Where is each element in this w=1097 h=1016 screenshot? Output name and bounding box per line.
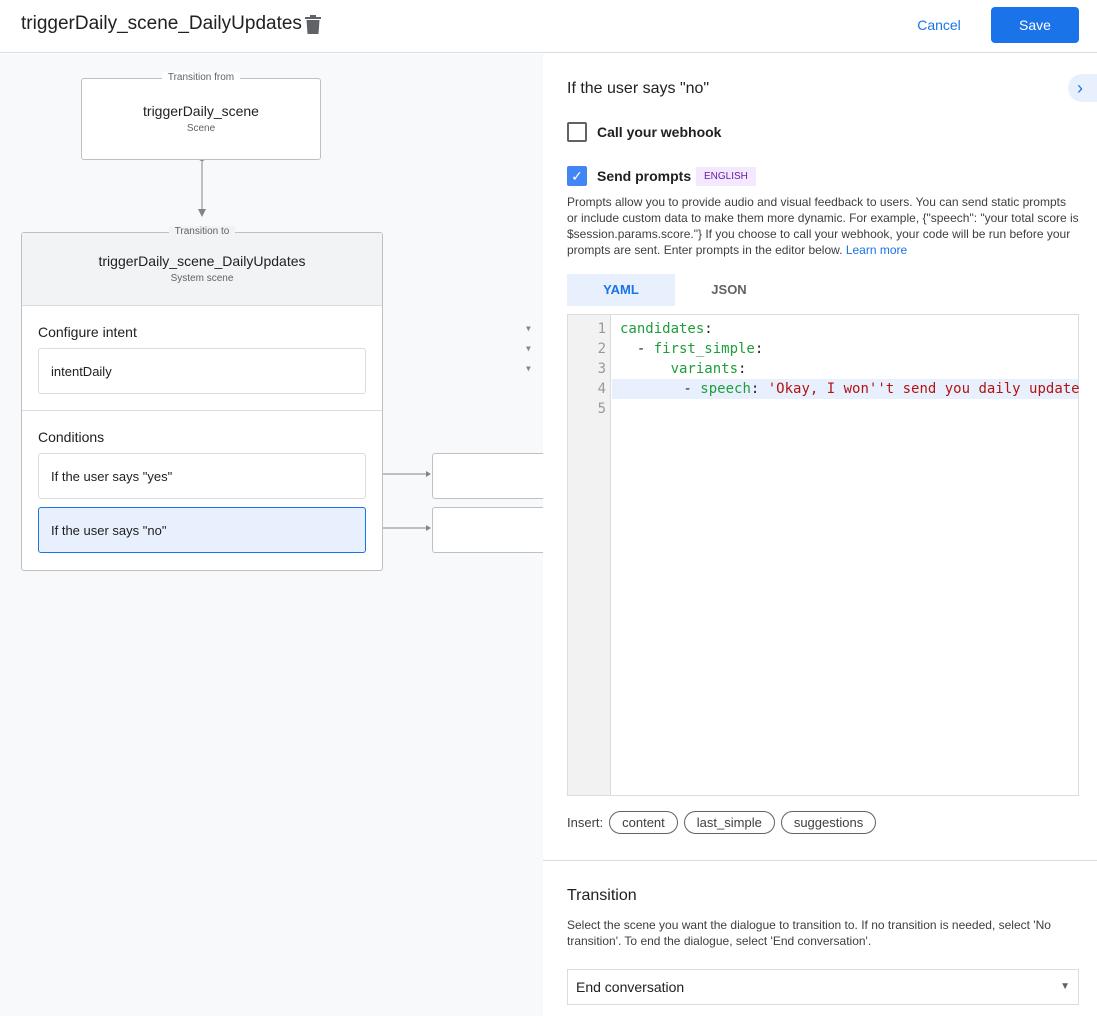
line-number: 4 bbox=[597, 381, 606, 397]
trash-icon[interactable] bbox=[305, 15, 321, 34]
legend: Transition to bbox=[168, 226, 236, 237]
scene-type: System scene bbox=[170, 273, 234, 284]
transition-select[interactable]: End conversation ▼ bbox=[567, 969, 1079, 1005]
send-prompts-checkbox[interactable]: ✓ bbox=[567, 166, 587, 186]
legend: Transition from bbox=[161, 72, 241, 83]
target-node-yes[interactable] bbox=[432, 453, 543, 499]
indent: - bbox=[620, 341, 654, 357]
line-number: 3 bbox=[597, 361, 606, 377]
configure-intent-label: Configure intent bbox=[38, 324, 137, 340]
indent bbox=[620, 361, 671, 377]
yaml-value: 'Okay, I won''t send you daily update bbox=[759, 381, 1080, 397]
chip-last-simple[interactable]: last_simple bbox=[683, 811, 775, 834]
fold-icon[interactable]: ▼ bbox=[526, 324, 531, 333]
condition-yes[interactable]: If the user says "yes" bbox=[38, 453, 366, 499]
indent: - bbox=[616, 381, 701, 397]
line-number: 2 bbox=[597, 341, 606, 357]
fold-icon[interactable]: ▼ bbox=[526, 344, 531, 353]
tab-yaml[interactable]: YAML bbox=[567, 274, 675, 306]
transition-to-node: Transition to triggerDaily_scene_DailyUp… bbox=[21, 226, 383, 571]
code-line: ▼2 - first_simple: bbox=[526, 341, 764, 357]
chevron-right-icon[interactable]: › bbox=[1068, 74, 1097, 102]
chip-content[interactable]: content bbox=[609, 811, 678, 834]
condition-no[interactable]: If the user says "no" bbox=[38, 507, 366, 553]
chip-suggestions[interactable]: suggestions bbox=[780, 811, 877, 834]
webhook-label: Call your webhook bbox=[597, 124, 722, 140]
code-line: 5 bbox=[568, 399, 1078, 419]
line-number: 5 bbox=[597, 401, 606, 417]
transition-from-node[interactable]: Transition from triggerDaily_scene Scene bbox=[81, 72, 321, 160]
tab-json[interactable]: JSON bbox=[711, 282, 747, 297]
save-button[interactable]: Save bbox=[991, 7, 1079, 43]
code-line: 4 - speech: 'Okay, I won''t send you dai… bbox=[598, 379, 1080, 399]
insert-label: Insert: bbox=[567, 815, 604, 830]
transition-title: Transition bbox=[567, 887, 637, 904]
scene-name: triggerDaily_scene_DailyUpdates bbox=[98, 253, 306, 269]
header: triggerDaily_scene_DailyUpdates Cancel S… bbox=[0, 0, 1097, 53]
intent-box[interactable]: intentDaily bbox=[38, 348, 366, 394]
scene-type: Scene bbox=[186, 123, 216, 134]
learn-more-link[interactable]: Learn more bbox=[845, 243, 908, 257]
dropdown-arrow-icon: ▼ bbox=[1060, 981, 1070, 992]
panel-title: If the user says "no" bbox=[567, 80, 710, 97]
webhook-checkbox[interactable] bbox=[567, 122, 587, 142]
prompts-description: Prompts allow you to provide audio and v… bbox=[567, 195, 1079, 257]
send-prompts-label: Send prompts bbox=[597, 168, 692, 184]
transition-value: End conversation bbox=[576, 979, 685, 995]
language-badge: ENGLISH bbox=[696, 167, 756, 186]
fold-icon[interactable]: ▼ bbox=[526, 364, 531, 373]
yaml-key: variants bbox=[670, 361, 739, 377]
flow-canvas: Transition from triggerDaily_scene Scene… bbox=[0, 54, 543, 1016]
code-line: ▼3 variants: bbox=[526, 361, 747, 377]
line-number: 1 bbox=[597, 321, 606, 337]
cancel-button[interactable]: Cancel bbox=[917, 17, 961, 33]
page-title: triggerDaily_scene_DailyUpdates bbox=[21, 13, 302, 34]
transition-description: Select the scene you want the dialogue t… bbox=[567, 918, 1051, 948]
yaml-key: speech bbox=[700, 381, 751, 397]
scene-name: triggerDaily_scene bbox=[143, 103, 259, 119]
yaml-key: candidates bbox=[620, 321, 705, 337]
condition-panel: › If the user says "no" Call your webhoo… bbox=[526, 54, 1097, 1016]
conditions-label: Conditions bbox=[38, 429, 105, 445]
target-node-no[interactable] bbox=[432, 507, 543, 553]
yaml-key: first_simple bbox=[653, 341, 755, 357]
